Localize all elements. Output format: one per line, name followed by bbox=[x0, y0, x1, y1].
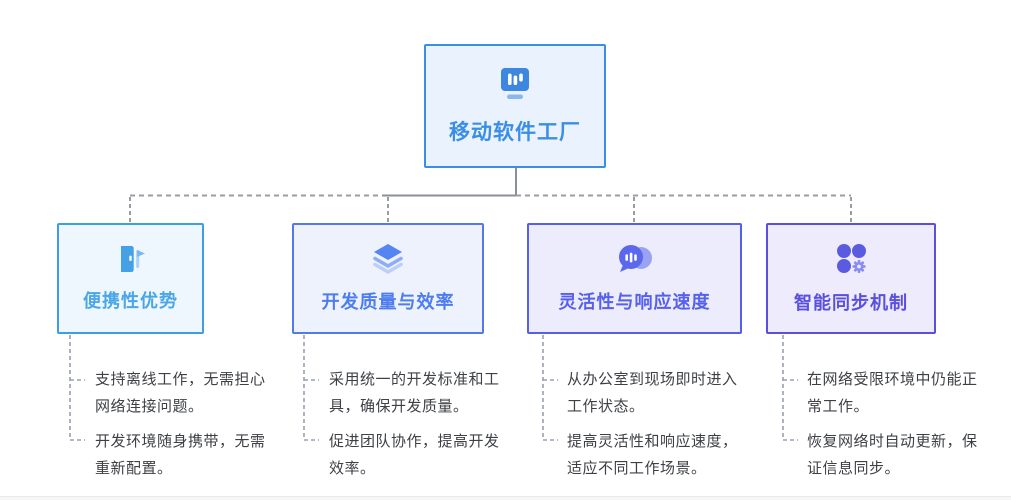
root-node[interactable]: 移动软件工厂 bbox=[424, 44, 606, 168]
branch-node-title: 便携性优势 bbox=[83, 291, 178, 311]
note-text: 提高灵活性和响应速度， 适应不同工作场景。 bbox=[567, 433, 738, 477]
branch-node-portability[interactable]: 便携性优势 bbox=[57, 223, 204, 334]
branch-node-title: 智能同步机制 bbox=[794, 293, 908, 313]
door-open-icon bbox=[114, 244, 148, 274]
branch-node-title: 灵活性与响应速度 bbox=[558, 292, 711, 312]
branch-node-flexibility[interactable]: 灵活性与响应速度 bbox=[527, 223, 742, 334]
circles-gear-icon bbox=[834, 242, 868, 276]
root-node-title: 移动软件工厂 bbox=[449, 120, 581, 144]
branch-notes-quality-efficiency: 采用统一的开发标准和工 具，确保开发质量。 促进团队协作，提高开发 效率。 bbox=[329, 366, 511, 490]
branch-node-quality-efficiency[interactable]: 开发质量与效率 bbox=[292, 223, 484, 334]
note-text: 开发环境随身携带，无需 重新配置。 bbox=[95, 433, 266, 477]
branch-notes-flexibility: 从办公室到现场即时进入 工作状态。 提高灵活性和响应速度， 适应不同工作场景。 bbox=[567, 366, 749, 490]
note-text: 采用统一的开发标准和工 具，确保开发质量。 bbox=[329, 371, 500, 415]
data-screen-icon bbox=[497, 67, 533, 101]
layers-icon bbox=[370, 243, 406, 275]
branch-node-title: 开发质量与效率 bbox=[321, 292, 455, 312]
note-text: 促进团队协作，提高开发 效率。 bbox=[329, 433, 500, 477]
canvas-bottom-edge bbox=[0, 496, 1011, 500]
note-text: 恢复网络时自动更新，保 证信息同步。 bbox=[807, 433, 978, 477]
note-text: 在网络受限环境中仍能正 常工作。 bbox=[807, 371, 978, 415]
chat-bubble-icon bbox=[615, 243, 655, 275]
branch-notes-portability: 支持离线工作，无需担心 网络连接问题。 开发环境随身携带，无需 重新配置。 bbox=[95, 366, 277, 490]
note-text: 支持离线工作，无需担心 网络连接问题。 bbox=[95, 371, 266, 415]
branch-node-smart-sync[interactable]: 智能同步机制 bbox=[766, 223, 936, 334]
note-text: 从办公室到现场即时进入 工作状态。 bbox=[567, 371, 738, 415]
branch-notes-smart-sync: 在网络受限环境中仍能正 常工作。 恢复网络时自动更新，保 证信息同步。 bbox=[807, 366, 995, 490]
